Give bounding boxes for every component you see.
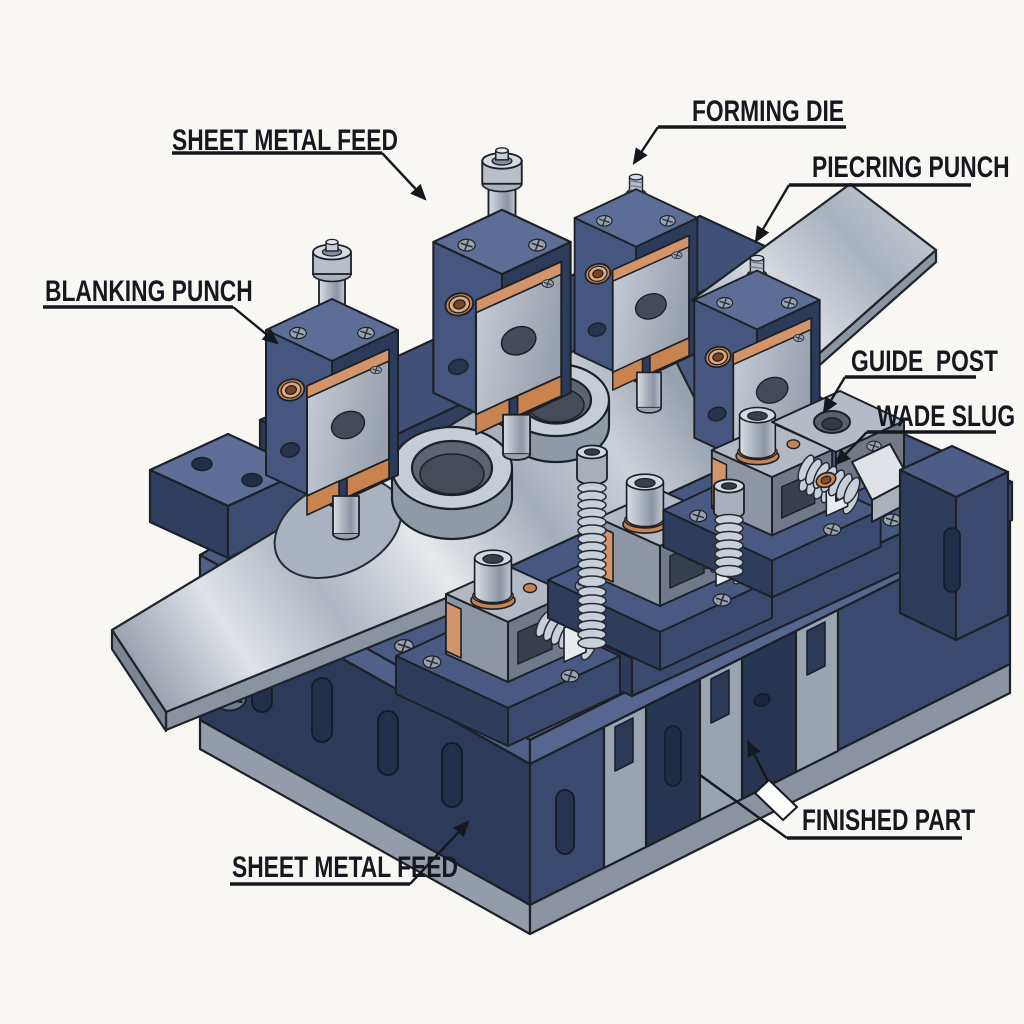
spring-screw-column-2 [713, 478, 745, 578]
label-piercing-punch: PIECRING PUNCH [812, 151, 1010, 184]
left-bracket [148, 432, 308, 560]
callout-lines [43, 125, 996, 886]
leader-forming-die [632, 126, 659, 165]
label-underlines [43, 125, 996, 886]
guide-post-block [771, 390, 911, 523]
leader-sheet-metal-feed-bottom [409, 820, 470, 885]
waste-slug [815, 471, 837, 489]
ring-boss-large [390, 425, 514, 541]
label-blanking-punch: BLANKING PUNCH [45, 275, 253, 308]
label-forming-die: FORMING DIE [692, 95, 844, 128]
leader-guide-post [822, 376, 847, 414]
leader-wade-slug [834, 431, 868, 466]
spring-screw-column-1 [576, 444, 608, 650]
leader-arrows [232, 126, 868, 885]
label-sheet-metal-feed-bottom: SHEET METAL FEED [232, 851, 458, 884]
right-end-block [898, 444, 1010, 642]
leader-piercing-punch [754, 184, 791, 243]
label-sheet-metal-feed-top: SHEET METAL FEED [172, 124, 398, 157]
leader-blanking-punch [232, 306, 279, 345]
finished-part-flag [753, 778, 799, 822]
label-finished-part: FINISHED PART [802, 804, 976, 837]
label-guide-post: GUIDE POST [851, 345, 998, 378]
label-wade-slug: WADE SLUG [877, 400, 1016, 433]
leader-sheet-metal-feed-top [381, 152, 427, 201]
leader-finished-part [699, 774, 788, 839]
